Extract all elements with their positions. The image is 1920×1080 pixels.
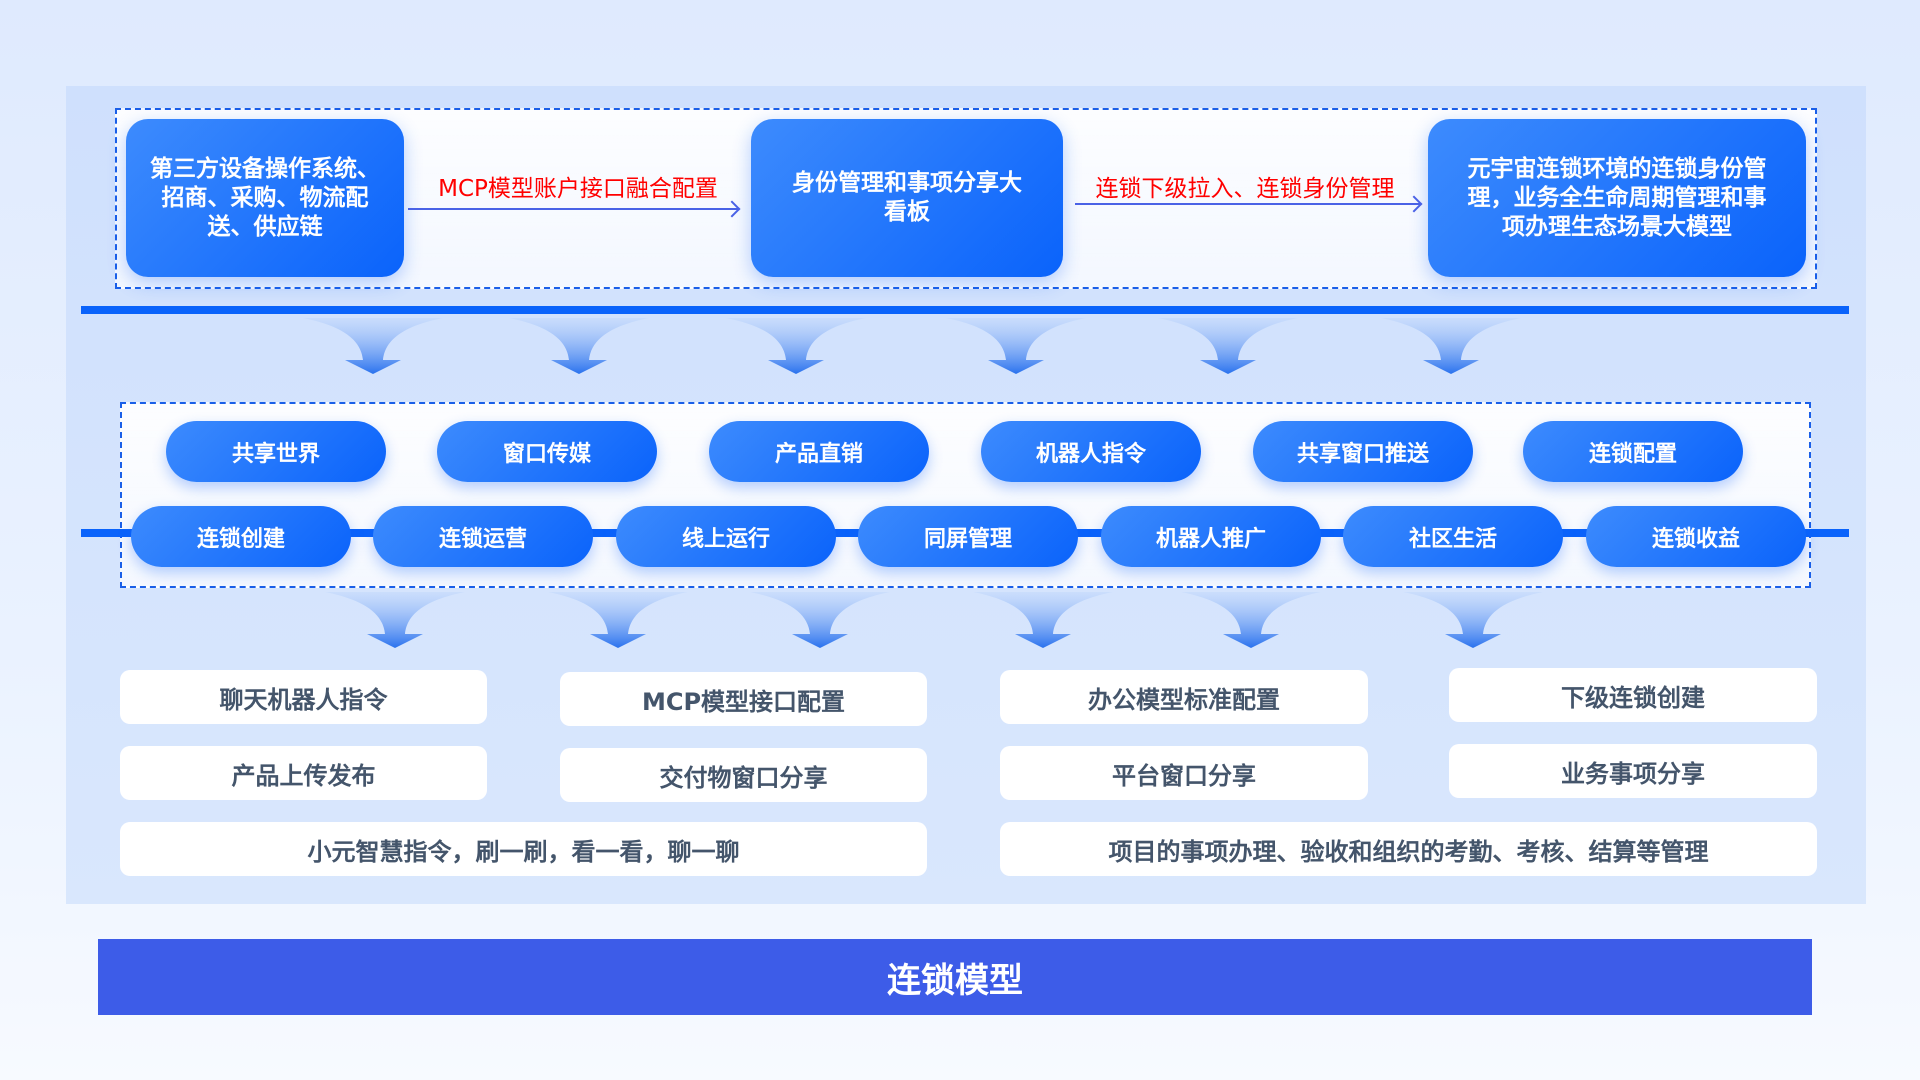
chain-identity-label: 连锁下级拉入、连锁身份管理 <box>1095 176 1395 202</box>
down-arrow-icon <box>973 592 1113 648</box>
module-pill: 社区生活 <box>1343 506 1563 567</box>
down-arrow-icon <box>1403 592 1543 648</box>
module-pill: 同屏管理 <box>858 506 1078 567</box>
module-pill: 共享窗口推送 <box>1253 421 1473 482</box>
down-arrow-icon <box>750 592 890 648</box>
footer-title: 连锁模型 <box>98 939 1812 1015</box>
office-model-box: 办公模型标准配置 <box>1000 670 1368 724</box>
sub-chain-create-box: 下级连锁创建 <box>1449 668 1817 722</box>
module-pill: 连锁创建 <box>131 506 351 567</box>
product-upload-box: 产品上传发布 <box>120 746 487 800</box>
arrow-line-1 <box>408 208 738 210</box>
module-pill: 机器人指令 <box>981 421 1201 482</box>
down-arrow-icon <box>325 592 465 648</box>
metaverse-model-box: 元宇宙连锁环境的连锁身份管理，业务全生命周期管理和事项办理生态场景大模型 <box>1428 119 1806 277</box>
module-pill: 产品直销 <box>709 421 929 482</box>
chatbot-command-box: 聊天机器人指令 <box>120 670 487 724</box>
down-arrows-row-1 <box>303 318 1521 374</box>
down-arrow-icon <box>303 318 443 374</box>
down-arrow-icon <box>1158 318 1298 374</box>
module-pill: 机器人推广 <box>1101 506 1321 567</box>
module-pill: 连锁配置 <box>1523 421 1743 482</box>
down-arrow-icon <box>509 318 649 374</box>
module-pill: 连锁运营 <box>373 506 593 567</box>
module-pill: 窗口传媒 <box>437 421 657 482</box>
identity-dashboard-box: 身份管理和事项分享大看板 <box>751 119 1063 277</box>
down-arrow-icon <box>548 592 688 648</box>
smart-command-box: 小元智慧指令，刷一刷，看一看，聊一聊 <box>120 822 927 876</box>
tier-base-bar <box>81 306 1849 314</box>
down-arrow-icon <box>1181 592 1321 648</box>
business-share-box: 业务事项分享 <box>1449 744 1817 798</box>
down-arrows-row-2 <box>325 592 1543 648</box>
down-arrow-icon <box>726 318 866 374</box>
project-management-box: 项目的事项办理、验收和组织的考勤、考核、结算等管理 <box>1000 822 1817 876</box>
mcp-interface-box: MCP模型接口配置 <box>560 672 927 726</box>
deliverable-share-box: 交付物窗口分享 <box>560 748 927 802</box>
down-arrow-icon <box>1381 318 1521 374</box>
mcp-account-label: MCP模型账户接口融合配置 <box>438 176 718 202</box>
third-party-box: 第三方设备操作系统、招商、采购、物流配送、供应链 <box>126 119 404 277</box>
module-pill: 连锁收益 <box>1586 506 1806 567</box>
platform-window-box: 平台窗口分享 <box>1000 746 1368 800</box>
module-pill: 线上运行 <box>616 506 836 567</box>
module-pill: 共享世界 <box>166 421 386 482</box>
down-arrow-icon <box>946 318 1086 374</box>
arrow-line-2 <box>1075 203 1420 205</box>
